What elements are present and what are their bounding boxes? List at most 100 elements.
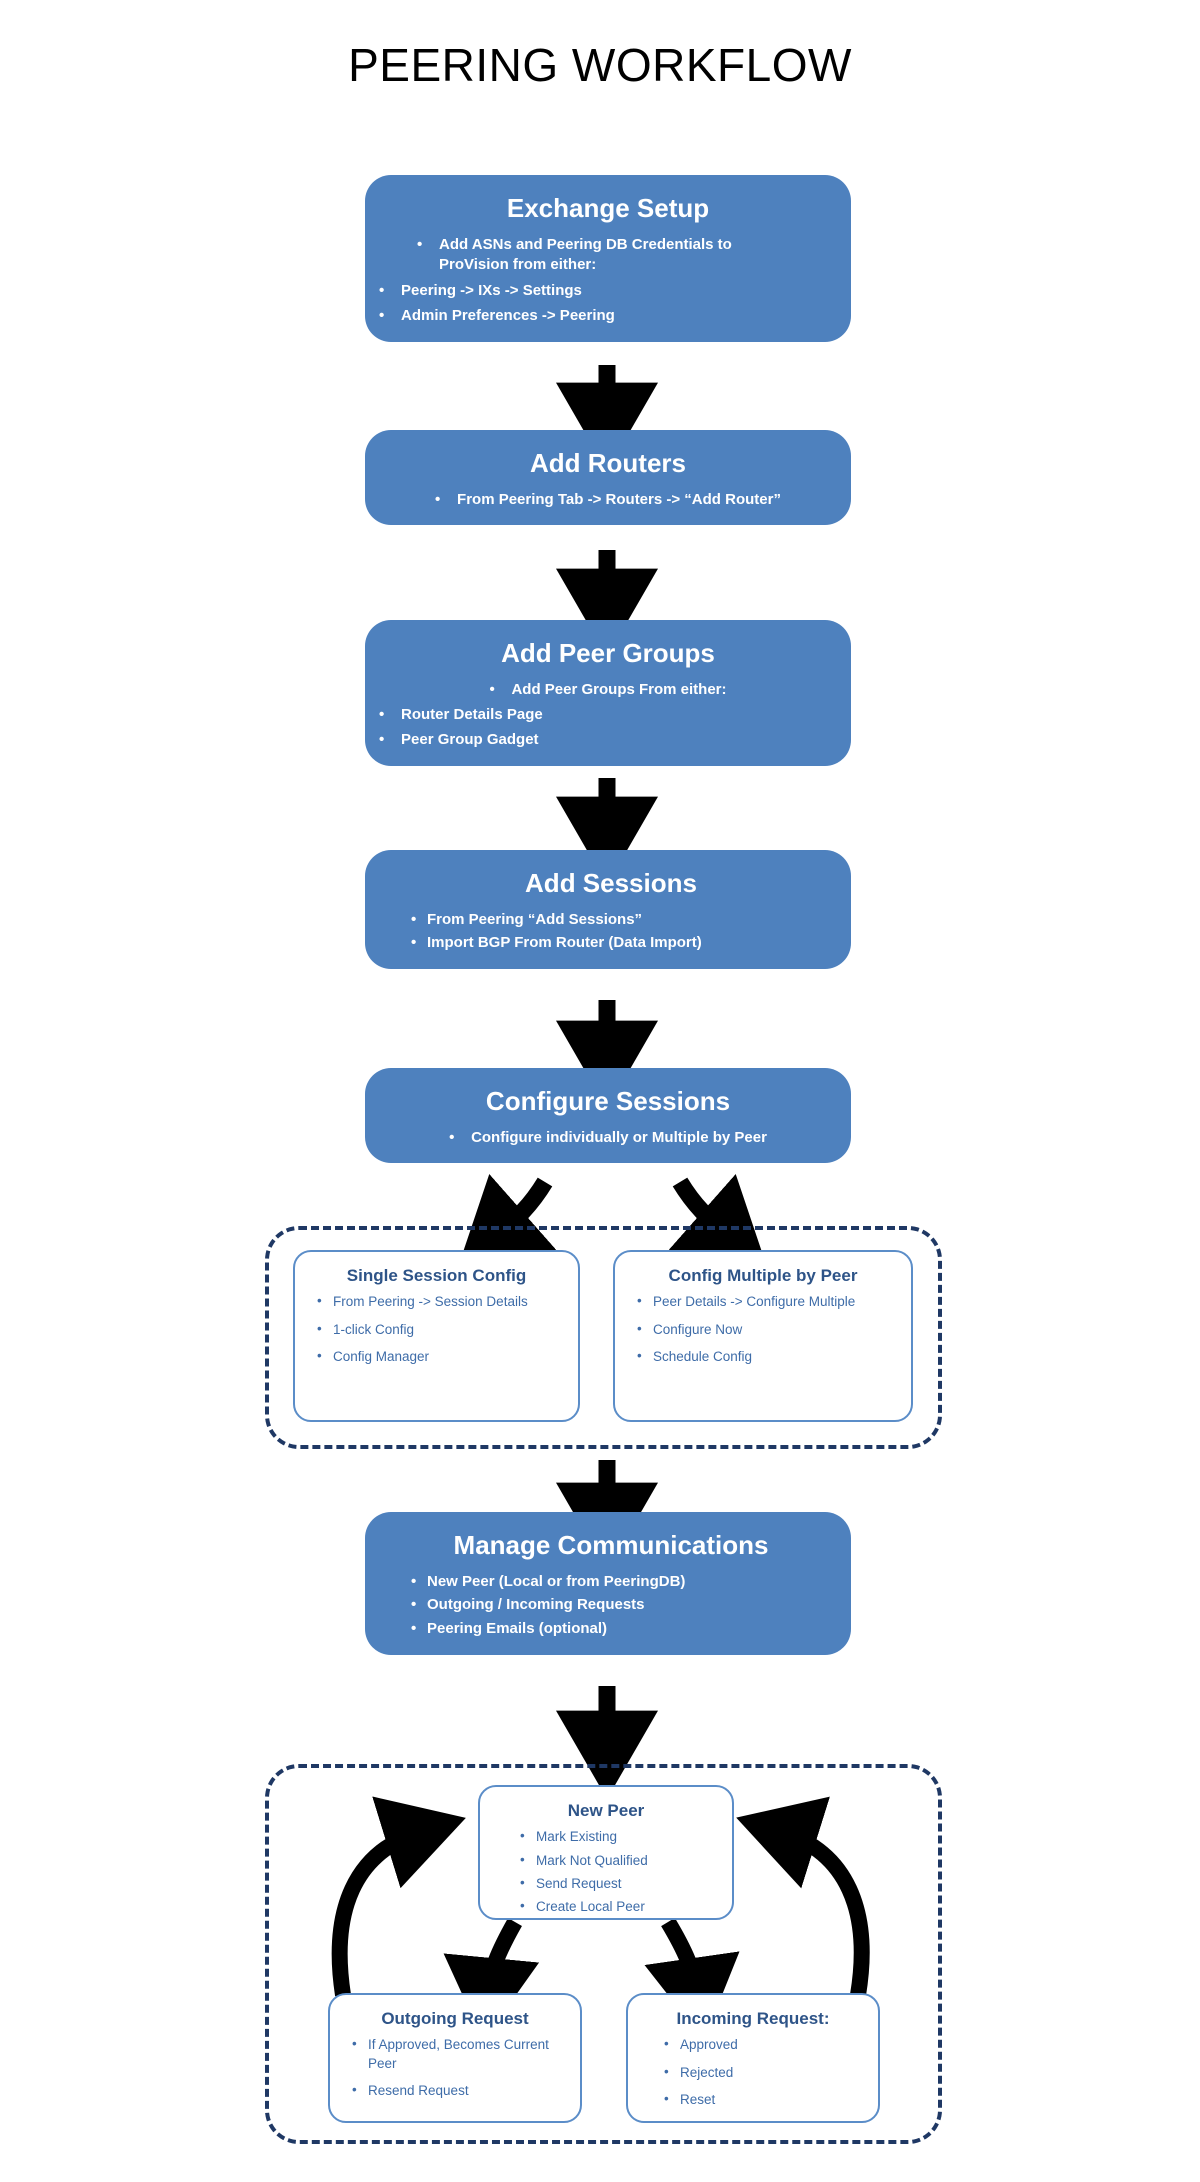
list-item-text: Schedule Config bbox=[653, 1348, 753, 1364]
peer-requests-group bbox=[265, 1764, 942, 2144]
list-item: • 1-click Config bbox=[315, 1321, 566, 1339]
bullet-glyph: • bbox=[520, 1874, 525, 1890]
bullet-text: Add ASNs and Peering DB Credentials to P… bbox=[439, 235, 732, 274]
step-box-exchange-setup[interactable]: Exchange Setup • Add ASNs and Peering DB… bbox=[365, 175, 851, 343]
step-title: Exchange Setup bbox=[506, 193, 710, 223]
bullet-glyph: • bbox=[411, 1572, 417, 1590]
sub-bullet-text: Router Details Page bbox=[401, 706, 543, 724]
list-item-text: From Peering -> Session Details bbox=[333, 1294, 528, 1310]
list-item-text: Send Request bbox=[536, 1875, 622, 1891]
subbox-incoming-request[interactable]: Incoming Request: • Approved • Rejected … bbox=[626, 1993, 880, 2123]
bullet-text: New Peer (Local or from PeeringDB) bbox=[427, 1572, 686, 1590]
step-title: Add Sessions bbox=[525, 868, 697, 898]
bullet-glyph: • bbox=[520, 1898, 525, 1914]
step-title: Configure Sessions bbox=[485, 1086, 731, 1116]
bullet-glyph: • bbox=[352, 2081, 357, 2097]
list-item: • Approved bbox=[662, 2036, 866, 2054]
list-item-text: 1-click Config bbox=[333, 1321, 415, 1337]
sub-bullet-text: Peering -> IXs -> Settings bbox=[401, 282, 582, 300]
bullet-glyph: • bbox=[379, 306, 385, 324]
bullet-glyph: • bbox=[411, 1596, 417, 1614]
step-box-manage-communications[interactable]: Manage Communications • New Peer (Local … bbox=[365, 1512, 851, 1655]
list-item-text: Rejected bbox=[680, 2064, 734, 2080]
bullet-glyph: • bbox=[664, 2063, 669, 2079]
step-bullet-list: • From Peering Tab -> Routers -> “Add Ro… bbox=[379, 490, 837, 511]
bullet-item: • Peering Emails (optional) bbox=[407, 1619, 837, 1640]
subbox-outgoing-request[interactable]: Outgoing Request • If Approved, Becomes … bbox=[328, 1993, 582, 2123]
subbox-item-list: • From Peering -> Session Details • 1-cl… bbox=[307, 1293, 566, 1366]
bullet-glyph: • bbox=[637, 1293, 642, 1309]
subbox-title: Incoming Request: bbox=[676, 2009, 830, 2028]
subbox-single-session-config[interactable]: Single Session Config • From Peering -> … bbox=[293, 1250, 580, 1422]
bullet-text: Outgoing / Incoming Requests bbox=[427, 1596, 645, 1614]
step-bullet-list: • New Peer (Local or from PeeringDB) • O… bbox=[385, 1572, 837, 1640]
list-item: • Peer Details -> Configure Multiple bbox=[635, 1293, 899, 1311]
bullet-item: • From Peering Tab -> Routers -> “Add Ro… bbox=[379, 490, 837, 511]
list-item-text: Create Local Peer bbox=[536, 1899, 645, 1915]
list-item: • Reset bbox=[662, 2091, 866, 2109]
list-item: • Send Request bbox=[518, 1875, 720, 1893]
subbox-title: Config Multiple by Peer bbox=[668, 1266, 858, 1285]
bullet-glyph: • bbox=[317, 1293, 322, 1309]
page-title: PEERING WORKFLOW bbox=[348, 39, 852, 91]
list-item-text: Config Manager bbox=[333, 1348, 430, 1364]
bullet-glyph: • bbox=[317, 1320, 322, 1336]
step-bullet-list: • Configure individually or Multiple by … bbox=[379, 1128, 837, 1149]
list-item: • Create Local Peer bbox=[518, 1898, 720, 1916]
bullet-text: Import BGP From Router (Data Import) bbox=[427, 934, 702, 952]
list-item: • Resend Request bbox=[350, 2082, 568, 2100]
bullet-glyph: • bbox=[520, 1828, 525, 1844]
bullet-glyph: • bbox=[411, 1620, 417, 1638]
list-item-text: Resend Request bbox=[368, 2082, 469, 2098]
step-box-add-peer-groups[interactable]: Add Peer Groups • Add Peer Groups From e… bbox=[365, 620, 851, 767]
step-bullet-list: • Add Peer Groups From either: • Router … bbox=[379, 680, 837, 752]
sub-bullet-list: • Peering -> IXs -> Settings • Admin Pre… bbox=[379, 280, 837, 327]
bullet-item: • Add ASNs and Peering DB Credentials to… bbox=[379, 235, 837, 327]
bullet-glyph: • bbox=[411, 910, 417, 928]
subbox-title: New Peer bbox=[567, 1801, 645, 1820]
sub-bullet-item: • Router Details Page bbox=[379, 704, 837, 727]
list-item: • From Peering -> Session Details bbox=[315, 1293, 566, 1311]
sub-bullet-text: Admin Preferences -> Peering bbox=[401, 306, 615, 324]
subbox-title: Single Session Config bbox=[346, 1266, 527, 1285]
bullet-glyph: • bbox=[637, 1347, 642, 1363]
list-item-text: Reset bbox=[680, 2091, 716, 2107]
list-item: • Mark Not Qualified bbox=[518, 1852, 720, 1870]
step-box-configure-sessions[interactable]: Configure Sessions • Configure individua… bbox=[365, 1068, 851, 1164]
bullet-glyph: • bbox=[352, 2036, 357, 2052]
step-box-add-sessions[interactable]: Add Sessions • From Peering “Add Session… bbox=[365, 850, 851, 970]
step-bullet-list: • Add ASNs and Peering DB Credentials to… bbox=[379, 235, 837, 327]
list-item: • Rejected bbox=[662, 2064, 866, 2082]
step-title: Manage Communications bbox=[453, 1530, 769, 1560]
sub-bullet-text: Peer Group Gadget bbox=[401, 730, 539, 748]
step-title: Add Peer Groups bbox=[501, 638, 715, 668]
list-item-text: Approved bbox=[680, 2037, 738, 2053]
list-item: • Configure Now bbox=[635, 1321, 899, 1339]
bullet-text: From Peering “Add Sessions” bbox=[427, 910, 643, 928]
bullet-glyph: • bbox=[411, 934, 417, 952]
step-title: Add Routers bbox=[530, 448, 686, 478]
bullet-glyph: • bbox=[379, 730, 385, 748]
bullet-glyph: • bbox=[379, 282, 385, 300]
subbox-item-list: • Peer Details -> Configure Multiple • C… bbox=[627, 1293, 899, 1366]
sub-bullet-item: • Peering -> IXs -> Settings bbox=[379, 280, 837, 303]
bullet-item: • From Peering “Add Sessions” bbox=[407, 910, 837, 931]
bullet-text: Peering Emails (optional) bbox=[427, 1620, 608, 1638]
bullet-glyph: • bbox=[317, 1347, 322, 1363]
list-item-text: Mark Existing bbox=[536, 1829, 618, 1845]
subbox-item-list: • Mark Existing • Mark Not Qualified • S… bbox=[492, 1828, 720, 1916]
bullet-item: • New Peer (Local or from PeeringDB) bbox=[407, 1572, 837, 1593]
step-box-add-routers[interactable]: Add Routers • From Peering Tab -> Router… bbox=[365, 430, 851, 526]
bullet-glyph: • bbox=[664, 2036, 669, 2052]
subbox-item-list: • Approved • Rejected • Reset bbox=[640, 2036, 866, 2109]
subbox-new-peer[interactable]: New Peer • Mark Existing • Mark Not Qual… bbox=[478, 1785, 734, 1920]
subbox-item-list: • If Approved, Becomes Current Peer • Re… bbox=[342, 2036, 568, 2100]
bullet-glyph: • bbox=[435, 490, 441, 508]
sub-bullet-item: • Peer Group Gadget bbox=[379, 729, 837, 752]
subbox-config-multiple-by-peer[interactable]: Config Multiple by Peer • Peer Details -… bbox=[613, 1250, 913, 1422]
bullet-item: • Import BGP From Router (Data Import) bbox=[407, 933, 837, 954]
bullet-item: • Outgoing / Incoming Requests bbox=[407, 1595, 837, 1616]
bullet-glyph: • bbox=[489, 680, 495, 698]
list-item: • Config Manager bbox=[315, 1348, 566, 1366]
